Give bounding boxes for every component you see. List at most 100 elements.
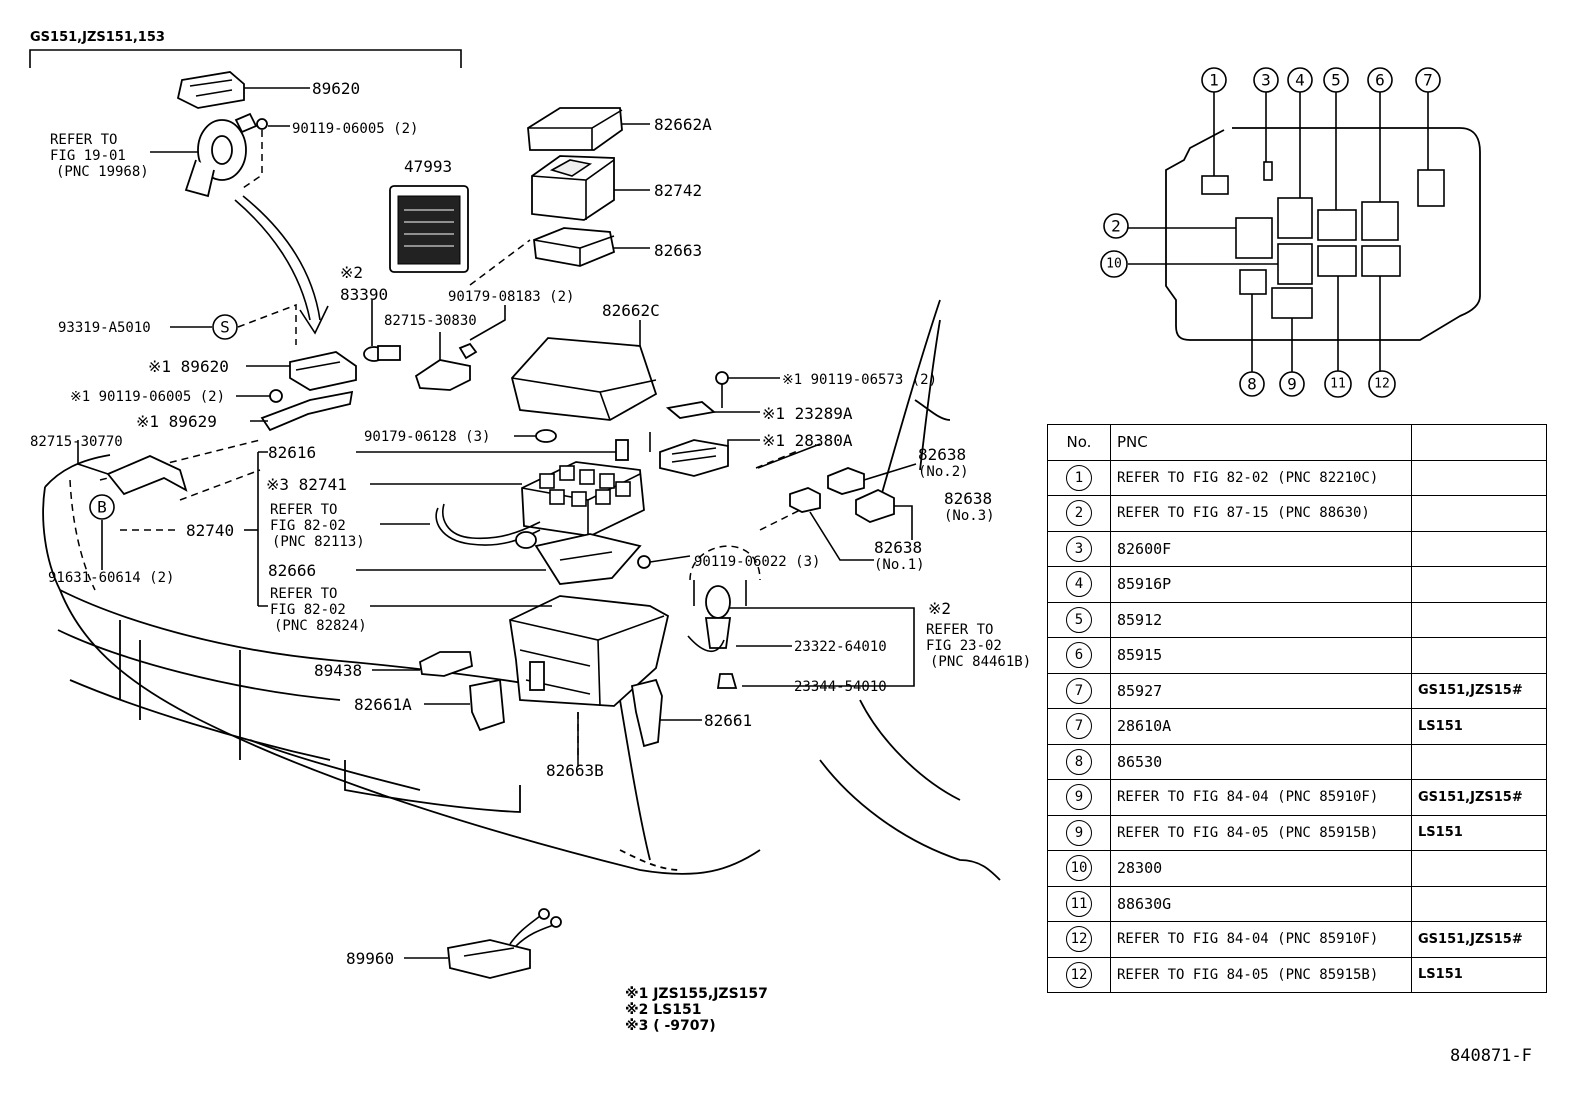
svg-text:5: 5	[1331, 71, 1341, 90]
pnc-cell: REFER TO FIG 87-15 (PNC 88630)	[1110, 495, 1412, 532]
row-number-cell: 7	[1047, 672, 1111, 709]
module-89960	[404, 908, 562, 979]
pnc-cell: REFER TO FIG 84-05 (PNC 85915B)	[1110, 956, 1412, 993]
svg-text:7: 7	[1423, 71, 1433, 90]
callout-82666: 82666	[268, 561, 316, 580]
pnc-cell: 85912	[1110, 601, 1412, 638]
header-pnc: PNC	[1110, 424, 1412, 461]
applicability-cell	[1411, 637, 1547, 674]
svg-text:4: 4	[1295, 71, 1305, 90]
callout-82715-30830: 82715-30830	[384, 313, 477, 329]
row-number-badge: 9	[1066, 784, 1092, 811]
figure-code: 840871-F	[1450, 1046, 1532, 1066]
refer-fig19-line3: (PNC 19968)	[56, 164, 149, 180]
refer-84461-line2: FIG 23-02	[926, 638, 1002, 654]
row-number-cell: 11	[1047, 885, 1111, 922]
row-number-cell: 12	[1047, 956, 1111, 993]
callout-82663B: 82663B	[546, 761, 604, 780]
callout-labels: 89620 REFER TO FIG 19-01 (PNC 19968) 901…	[30, 79, 1031, 968]
callout-90119-06005-mid: ※1 90119-06005 (2)	[70, 389, 225, 405]
refer-84461-mark: ※2	[928, 599, 951, 618]
refer-82824-line3: (PNC 82824)	[274, 618, 367, 634]
callout-89620-top: 89620	[312, 79, 360, 98]
bracket-89629	[250, 390, 354, 432]
refer-82113-line2: FIG 82-02	[270, 518, 346, 534]
callout-90119-06573: ※1 90119-06573 (2)	[782, 372, 937, 388]
row-number-cell: 8	[1047, 743, 1111, 780]
row-number-badge: 11	[1066, 890, 1092, 917]
ecu-89620-mid	[246, 351, 357, 391]
svg-text:12: 12	[1374, 377, 1390, 392]
row-number-badge: 5	[1066, 606, 1092, 633]
row-number-badge: 6	[1066, 642, 1092, 669]
pnc-cell: 28300	[1110, 850, 1412, 887]
symbol-B: B	[89, 494, 115, 520]
applicability-cell	[1411, 885, 1547, 922]
screw-90119-06022	[637, 555, 691, 569]
callout-90119-06005-top: 90119-06005 (2)	[292, 121, 418, 137]
callout-23322: 23322-64010	[794, 639, 887, 655]
row-number-badge: 8	[1066, 748, 1092, 775]
applicability-bracket	[29, 49, 462, 68]
callout-83390-mark: ※2	[340, 263, 363, 282]
callout-90179-06128: 90179-06128 (3)	[364, 429, 490, 445]
bolt-90119-06005-mid	[236, 389, 283, 403]
row-number-cell: 4	[1047, 566, 1111, 603]
label-47993	[389, 185, 469, 273]
row-number-cell: 3	[1047, 530, 1111, 567]
sensor-83390	[363, 300, 401, 362]
part-23289A	[665, 401, 760, 419]
refer-fig19-line1: REFER TO	[50, 132, 117, 148]
applicability-cell	[1411, 530, 1547, 567]
header-applicability	[1411, 424, 1547, 461]
pnc-table-header: No. PNC	[1047, 424, 1547, 461]
row-number-cell: 1	[1047, 459, 1111, 496]
svg-text:11: 11	[1330, 377, 1346, 392]
row-number-cell: 12	[1047, 921, 1111, 958]
cover-82742	[531, 155, 650, 221]
cover-82663	[533, 227, 650, 267]
refer-84461-line1: REFER TO	[926, 622, 993, 638]
applicability-cell	[1411, 850, 1547, 887]
pnc-cell: 85915	[1110, 637, 1412, 674]
callout-83390: 83390	[340, 285, 388, 304]
applicability-cell	[1411, 566, 1547, 603]
assembly-arrow	[234, 199, 311, 321]
applicability-cell	[1411, 495, 1547, 532]
row-number-cell: 6	[1047, 637, 1111, 674]
row-number-cell: 7	[1047, 708, 1111, 745]
group-bracket-82740	[257, 451, 268, 607]
row-number-cell: 2	[1047, 495, 1111, 532]
relay-map-numbers: 1 3 4 5 6 7 2 10 8 9 11 12	[1100, 67, 1441, 398]
callout-89960: 89960	[346, 949, 394, 968]
svg-text:8: 8	[1247, 375, 1257, 394]
callout-93319: 93319-A5010	[58, 320, 151, 336]
callout-82638-no2-sub: (No.2)	[918, 464, 969, 480]
applicability-cell: GS151,JZS15#	[1411, 921, 1547, 958]
callout-82616: 82616	[268, 443, 316, 462]
footnote-2: ※2 LS151	[625, 1002, 702, 1018]
callout-82741: ※3 82741	[266, 475, 347, 494]
callout-82638-no1: 82638	[874, 538, 922, 557]
row-number-cell: 9	[1047, 779, 1111, 816]
row-number-badge: 7	[1066, 713, 1092, 740]
svg-text:9: 9	[1287, 375, 1297, 394]
callout-89620-mid: ※1 89620	[148, 357, 229, 376]
row-number-cell: 5	[1047, 601, 1111, 638]
nut-90179-08183	[458, 239, 531, 360]
applicability-cell: GS151,JZS15#	[1411, 672, 1547, 709]
refer-82824-line1: REFER TO	[270, 586, 337, 602]
applicability-cell	[1411, 743, 1547, 780]
fuse-82616	[356, 439, 629, 461]
callout-82742: 82742	[654, 181, 702, 200]
callout-90119-06022: 90119-06022 (3)	[694, 554, 820, 570]
sensor-89438	[372, 651, 473, 677]
holder-82661	[630, 678, 702, 748]
